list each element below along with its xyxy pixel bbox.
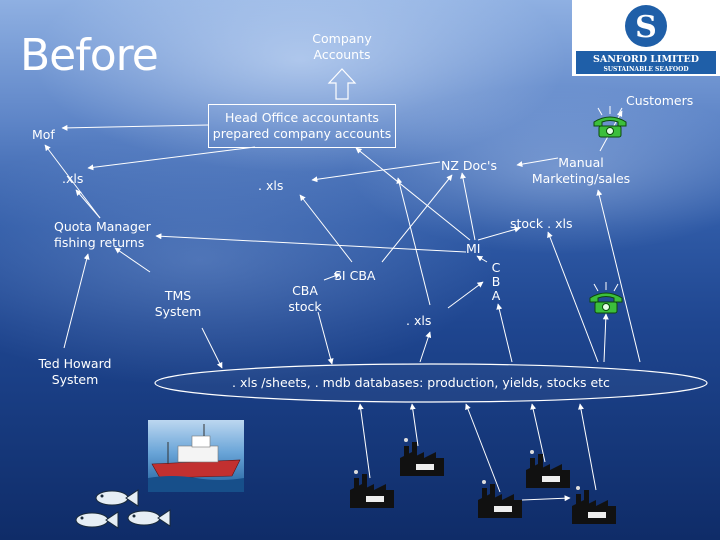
arrow-cba-stock-to-si — [323, 273, 341, 281]
si-cba-label: SI CBA — [334, 268, 376, 283]
factory-icon — [350, 470, 394, 508]
arrow-ted-to-quota — [63, 253, 90, 349]
arrow-mi-to-stock — [477, 226, 521, 241]
quota-manager-label: Quota Manager fishing returns — [54, 219, 151, 250]
tms-system-label: TMS System — [154, 288, 202, 319]
arrow-db-to-manual — [596, 189, 641, 363]
cba-stock-label: CBA stock — [288, 283, 322, 314]
logo-graphic: S SANFORD LIMITED SUSTAINABLE SEAFOOD — [576, 5, 716, 74]
arrow-headoffice-to-xls-left — [87, 146, 256, 171]
arrow-factory1-to-db — [357, 403, 371, 479]
stock-xls-label: stock . xls — [510, 216, 573, 231]
databases-label: . xls /sheets, . mdb databases: producti… — [232, 375, 610, 390]
arrow-factory4-to-db — [530, 403, 546, 463]
arrow-db-to-xls-lower — [419, 331, 432, 363]
arrow-db-to-cba — [496, 303, 513, 363]
telephone-icon — [589, 282, 623, 314]
logo-name: SANFORD LIMITED — [593, 54, 699, 65]
factory-icon — [400, 438, 444, 476]
fish-icon — [95, 489, 139, 507]
arrow-factory5-to-db — [578, 403, 597, 491]
telephone-icon — [593, 106, 627, 138]
xls-mid-label: . xls — [258, 178, 284, 193]
database-ellipse — [154, 363, 708, 403]
factory-icon — [526, 450, 570, 488]
manual-marketing-label: Manual Marketing/sales — [531, 155, 631, 186]
mi-label: MI — [466, 241, 481, 256]
arrow-mi-to-quota — [155, 233, 467, 253]
arrow-cba-to-mi — [476, 255, 488, 263]
xls-left-label: .xls — [62, 171, 84, 186]
up-arrow — [327, 68, 357, 100]
fish-icon — [127, 509, 171, 527]
arrow-si-to-nzdocs — [381, 174, 453, 263]
arrow-si-to-xls-mid — [299, 194, 353, 263]
arrow-mi-to-headoffice — [355, 147, 471, 241]
arrow-xls-lower-to-cba — [447, 281, 484, 309]
slide-title: Before — [20, 30, 159, 81]
xls-lower-label: . xls — [406, 313, 432, 328]
cba-letters-label: C B A — [491, 260, 501, 303]
arrow-quota-to-mof — [44, 144, 101, 219]
factory-icon — [478, 480, 522, 518]
arrow-db-to-phone2 — [602, 313, 609, 363]
arrow-headoffice-to-mof — [61, 124, 209, 131]
mof-label: Mof — [32, 127, 55, 142]
arrow-nzdocs-to-xls-mid — [311, 161, 441, 183]
company-accounts-label: Company Accounts — [312, 31, 372, 62]
customers-label: Customers — [626, 93, 694, 108]
arrow-cba-stock-to-db — [317, 311, 334, 365]
head-office-label: Head Office accountants prepared company… — [212, 110, 392, 141]
arrow-quota-to-tms — [114, 247, 151, 273]
arrow-factory3-to-factory5 — [521, 495, 571, 502]
logo-letter: S — [635, 10, 657, 45]
arrow-xls-lower-to-nzdocs — [396, 177, 431, 306]
arrow-factory3-to-db — [465, 403, 501, 493]
ted-howard-label: Ted Howard System — [38, 356, 112, 387]
sanford-logo: S SANFORD LIMITED SUSTAINABLE SEAFOOD — [572, 0, 720, 76]
arrow-quota-to-xls-left — [75, 189, 101, 219]
arrow-manual-to-nzdocs — [516, 157, 559, 168]
nz-docs-label: NZ Doc's — [441, 158, 497, 173]
logo-tagline: SUSTAINABLE SEAFOOD — [603, 66, 688, 73]
arrow-db-to-stock — [547, 231, 599, 363]
arrow-factory2-to-db — [409, 403, 419, 447]
factory-icon — [572, 486, 616, 524]
fish-icon — [75, 511, 119, 529]
arrow-mi-to-nzdocs — [460, 172, 476, 241]
ship-graphic — [148, 424, 244, 492]
ship-image — [148, 420, 244, 492]
arrow-tms-to-db — [201, 327, 223, 369]
head-office-box: Head Office accountants prepared company… — [208, 104, 396, 148]
